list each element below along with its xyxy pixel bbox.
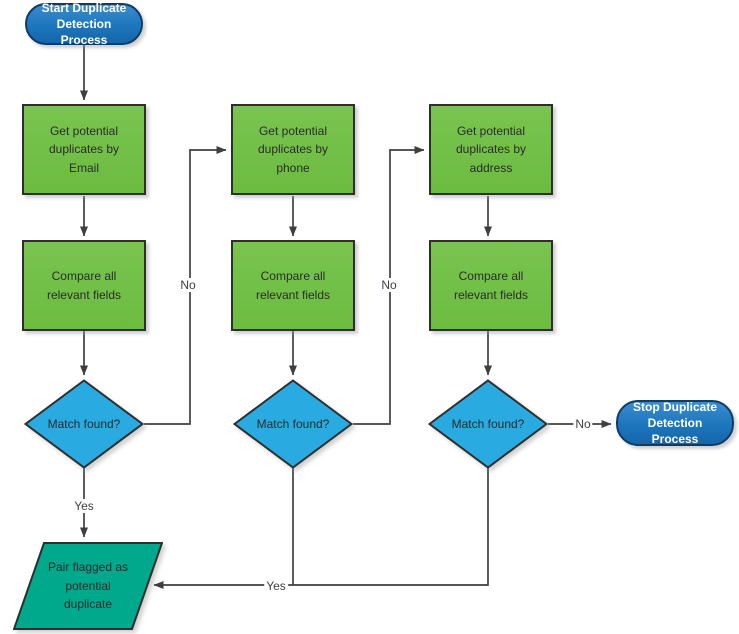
compare-fields-label-2: Compare all relevant fields	[255, 268, 331, 302]
edge-decision3-yes-to-flag	[153, 468, 489, 589]
compare-fields-box-2: Compare all relevant fields	[231, 240, 355, 331]
match-found-decision-1: Match found?	[24, 379, 144, 469]
pair-flagged-parallelogram: Pair flagged as potential duplicate	[13, 542, 163, 630]
no-label-3: No	[573, 417, 593, 431]
pair-flagged-label: Pair flagged as potential duplicate	[47, 560, 129, 612]
get-duplicates-by-email-box: Get potential duplicates by Email	[22, 104, 146, 195]
get-duplicates-by-phone-box: Get potential duplicates by phone	[231, 104, 355, 195]
compare-fields-label-3: Compare all relevant fields	[453, 268, 529, 302]
match-found-decision-2: Match found?	[233, 379, 353, 469]
compare-fields-box-3: Compare all relevant fields	[429, 240, 553, 331]
compare-fields-box-1: Compare all relevant fields	[22, 240, 146, 331]
get-duplicates-by-address-label: Get potential duplicates by address	[455, 123, 527, 175]
yes-label-1: Yes	[72, 499, 96, 513]
stop-terminator: Stop Duplicate Detection Process	[616, 400, 734, 446]
yes-label-2: Yes	[264, 579, 288, 593]
no-label-2: No	[379, 278, 399, 292]
decision-2-diamond-shape	[233, 379, 353, 469]
no-label-1: No	[178, 278, 198, 292]
get-duplicates-by-address-box: Get potential duplicates by address	[429, 104, 553, 195]
start-label: Start Duplicate Detection Process	[41, 0, 127, 48]
pair-flagged-shape	[13, 542, 163, 630]
compare-fields-label-1: Compare all relevant fields	[46, 268, 122, 302]
decision-1-diamond-shape	[24, 379, 144, 469]
get-duplicates-by-email-label: Get potential duplicates by Email	[48, 123, 120, 175]
match-found-label-1: Match found?	[47, 416, 121, 431]
stop-label: Stop Duplicate Detection Process	[632, 399, 717, 447]
match-found-label-2: Match found?	[256, 416, 330, 431]
get-duplicates-by-phone-label: Get potential duplicates by phone	[257, 123, 329, 175]
match-found-decision-3: Match found?	[428, 379, 548, 469]
decision-3-diamond-shape	[428, 379, 548, 469]
start-terminator: Start Duplicate Detection Process	[25, 0, 143, 48]
match-found-label-3: Match found?	[451, 416, 525, 431]
